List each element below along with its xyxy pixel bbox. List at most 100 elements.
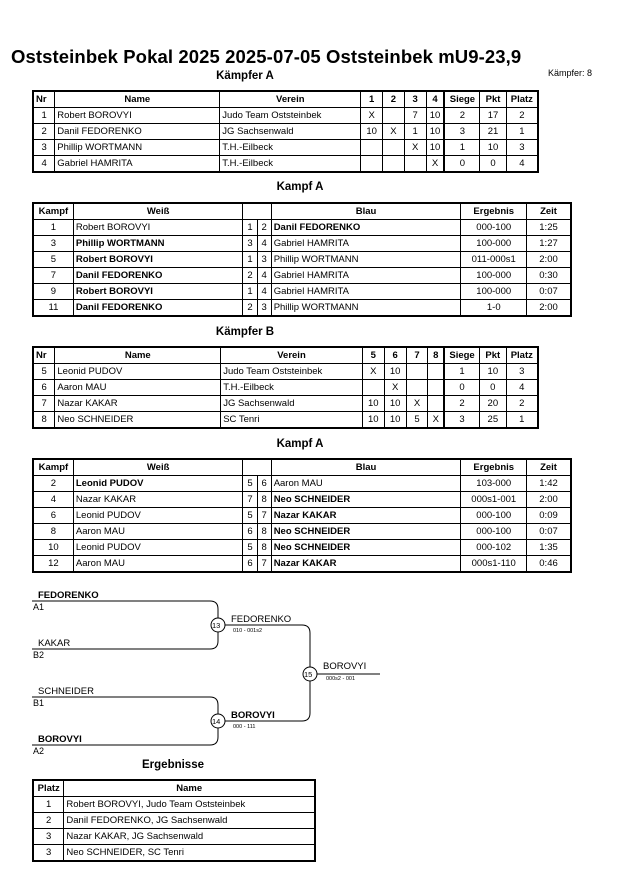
blue-fighter-nr: 3 bbox=[256, 299, 272, 317]
white-fighter-nr: 3 bbox=[242, 235, 258, 252]
bracket-sf1-bottom-name: KAKAR bbox=[38, 638, 71, 649]
result-place: 3 bbox=[32, 828, 65, 845]
col-siege: Siege bbox=[443, 90, 481, 108]
fighter-nr: 8 bbox=[32, 411, 56, 429]
col-score-6: 6 bbox=[383, 346, 407, 364]
fight-number: 5 bbox=[32, 251, 74, 268]
score-cell: 5 bbox=[405, 411, 429, 429]
bracket-sf1-top-seed: A1 bbox=[33, 602, 45, 612]
fighter-nr: 4 bbox=[32, 155, 56, 173]
fighter-club: Judo Team Oststeinbek bbox=[220, 363, 363, 380]
bracket-sf1-bottom-seed: B2 bbox=[33, 650, 45, 660]
fight-time: 2:00 bbox=[526, 491, 572, 508]
col-pkt: Pkt bbox=[479, 90, 507, 108]
pool-a-heading: Kämpfer A bbox=[216, 70, 274, 82]
fight-result: 100-000 bbox=[460, 283, 528, 300]
fight-time: 1:35 bbox=[526, 539, 572, 556]
fighter-name: Leonid PUDOV bbox=[54, 363, 222, 380]
white-fighter-nr: 6 bbox=[242, 523, 258, 540]
wins-cell: 0 bbox=[443, 379, 481, 396]
fighter-club: JG Sachsenwald bbox=[220, 395, 363, 412]
result-place: 2 bbox=[32, 812, 65, 829]
wins-cell: 0 bbox=[443, 155, 481, 173]
fighter-club: T.H.-Eilbeck bbox=[219, 139, 362, 156]
white-fighter-nr: 5 bbox=[242, 507, 258, 524]
col-platz: Platz bbox=[32, 779, 65, 797]
score-cell bbox=[427, 379, 445, 396]
white-fighter: Phillip WORTMANN bbox=[72, 235, 244, 252]
blue-fighter-nr: 8 bbox=[256, 539, 272, 556]
blue-fighter-nr: 6 bbox=[256, 475, 272, 492]
page-title: Oststeinbek Pokal 2025 2025-07-05 Ostste… bbox=[11, 46, 522, 67]
fight-time: 0:09 bbox=[526, 507, 572, 524]
col-score-3: 3 bbox=[403, 90, 427, 108]
fight-time: 1:42 bbox=[526, 475, 572, 492]
score-cell bbox=[403, 155, 427, 173]
white-fighter-nr: 1 bbox=[242, 283, 258, 300]
score-cell: X bbox=[382, 123, 405, 140]
fighter-nr: 2 bbox=[32, 123, 56, 140]
white-fighter: Aaron MAU bbox=[72, 555, 244, 573]
blue-fighter: Neo SCHNEIDER bbox=[270, 539, 462, 556]
fighter-club: JG Sachsenwald bbox=[219, 123, 362, 140]
wins-cell: 2 bbox=[443, 395, 481, 412]
fight-time: 1:25 bbox=[526, 219, 572, 236]
col-score-8: 8 bbox=[427, 346, 445, 364]
fighter-nr: 5 bbox=[32, 363, 56, 380]
white-fighter-nr: 2 bbox=[242, 267, 258, 284]
fight-number: 6 bbox=[32, 507, 74, 524]
fighter-name: Robert BOROVYI bbox=[54, 107, 221, 124]
score-cell bbox=[382, 107, 405, 124]
fight-result: 011-000s1 bbox=[460, 251, 528, 268]
bracket-sf2-winner: BOROVYI bbox=[231, 710, 275, 721]
pool-b-header-row: Nr Name Verein 5 6 7 8 Siege Pkt Platz bbox=[32, 346, 539, 364]
points-cell: 0 bbox=[479, 155, 507, 173]
fight-number: 2 bbox=[32, 475, 74, 492]
result-name: Neo SCHNEIDER, SC Tenri bbox=[63, 844, 316, 862]
fighter-name: Nazar KAKAR bbox=[54, 395, 222, 412]
blue-fighter-nr: 4 bbox=[256, 283, 272, 300]
blue-fighter: Danil FEDORENKO bbox=[270, 219, 462, 236]
blue-fighter-nr: 8 bbox=[256, 491, 272, 508]
col-verein: Verein bbox=[220, 346, 363, 364]
fight-13-marker bbox=[210, 617, 226, 633]
score-cell: X bbox=[361, 363, 385, 380]
bracket-sf1-winner: FEDORENKO bbox=[231, 614, 292, 625]
fights-a-header-row: Kampf Weiß Blau Ergebnis Zeit bbox=[32, 202, 572, 220]
fight-result: 000s1-110 bbox=[460, 555, 528, 573]
pool-a-table: Nr Name Verein 1 2 3 4 Siege Pkt Platz 1… bbox=[32, 90, 539, 173]
fight-result: 000s1-001 bbox=[460, 491, 528, 508]
place-cell: 1 bbox=[505, 411, 539, 429]
col-verein: Verein bbox=[219, 90, 362, 108]
score-cell: 7 bbox=[403, 107, 427, 124]
white-fighter: Danil FEDORENKO bbox=[72, 267, 244, 284]
points-cell: 20 bbox=[479, 395, 507, 412]
bracket-sf2-bottom-name: BOROVYI bbox=[38, 734, 82, 745]
score-cell: X bbox=[383, 379, 407, 396]
results-heading: Ergebnisse bbox=[142, 759, 204, 771]
fighter-name: Phillip WORTMANN bbox=[54, 139, 221, 156]
blue-fighter: Nazar KAKAR bbox=[270, 555, 462, 573]
fighter-nr: 3 bbox=[32, 139, 56, 156]
blue-fighter-nr: 3 bbox=[256, 251, 272, 268]
pool-a-header-row: Nr Name Verein 1 2 3 4 Siege Pkt Platz bbox=[32, 90, 539, 108]
white-fighter-nr: 5 bbox=[242, 475, 258, 492]
fighter-club: T.H.-Eilbeck bbox=[219, 155, 362, 173]
fight-number: 7 bbox=[32, 267, 74, 284]
blue-fighter: Gabriel HAMRITA bbox=[270, 267, 462, 284]
fight-time: 0:07 bbox=[526, 523, 572, 540]
place-cell: 2 bbox=[505, 395, 539, 412]
fight-14-marker bbox=[210, 713, 226, 729]
bracket-sf2-bottom-seed: A2 bbox=[33, 746, 45, 756]
